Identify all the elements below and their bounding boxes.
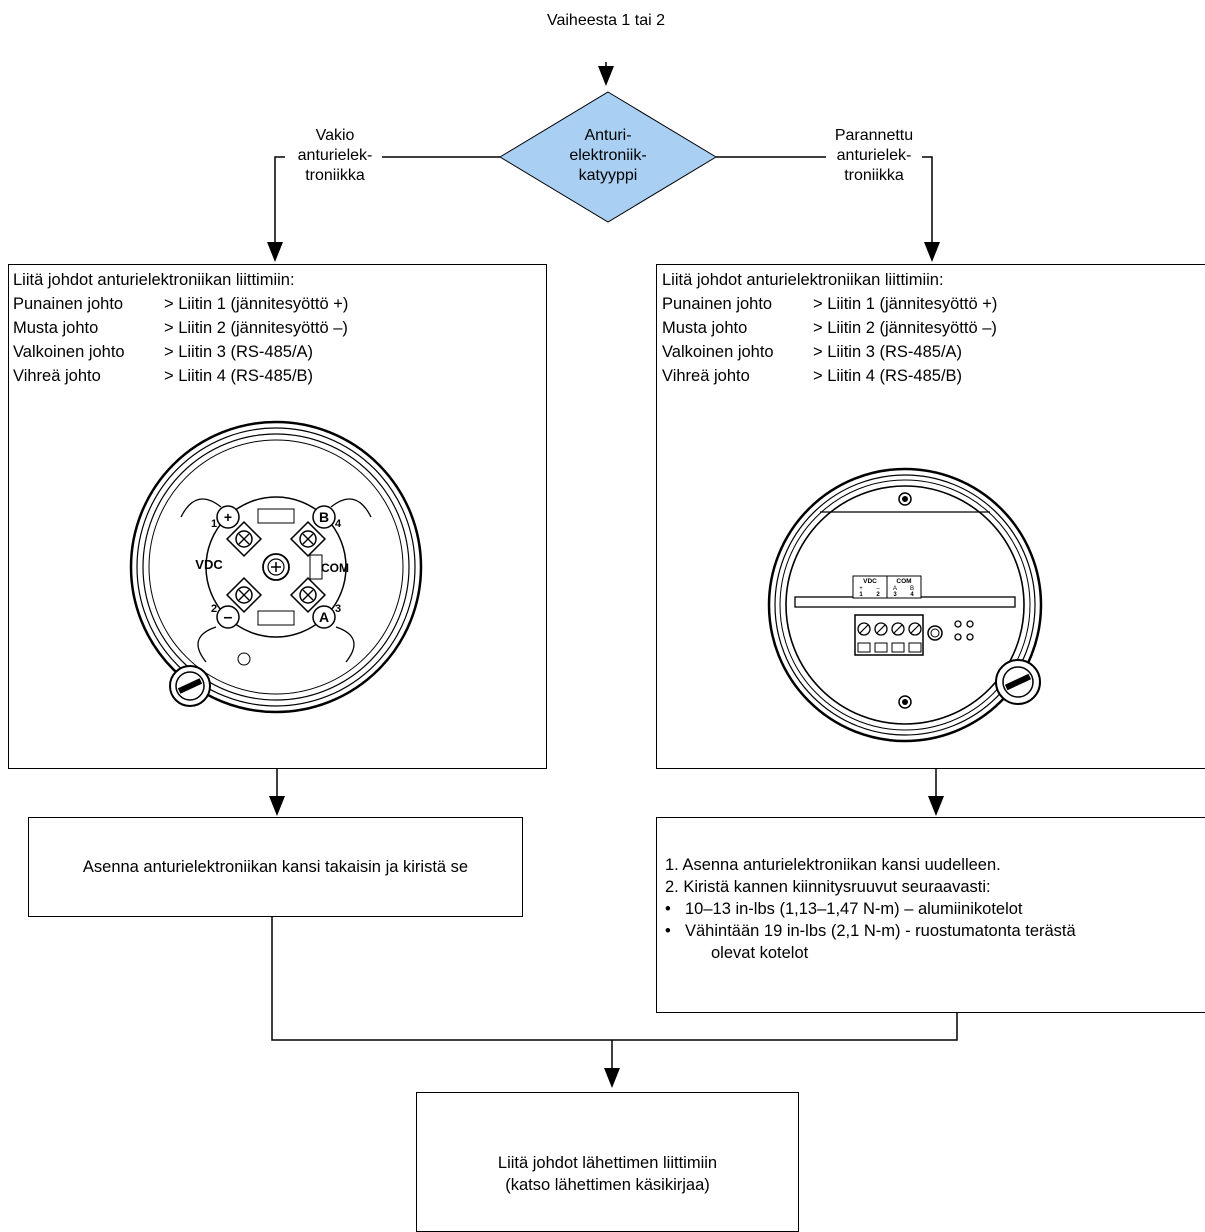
decision-line-3: katyyppi — [578, 167, 638, 184]
right-step-bullet-text: 10–13 in-lbs (1,13–1,47 N-m) – alumiinik… — [685, 900, 1023, 918]
enh-vdc-label: VDC — [863, 578, 877, 585]
right-step-bullet: •Vähintään 19 in-lbs (2,1 N-m) - ruostum… — [665, 922, 1076, 940]
right-wire-name: Punainen johto — [662, 295, 773, 313]
decision-label: Anturi- elektroniik- katyyppi — [548, 126, 668, 186]
enh-t2-label: 2 — [876, 592, 880, 598]
left-wire-name: Punainen johto — [13, 295, 124, 313]
left-wiring-row: Musta johto > Liitin 2 (jännitesyöttö –) — [13, 317, 348, 339]
right-step-arrowhead — [928, 796, 944, 816]
std-com-label: COM — [321, 561, 349, 575]
right-wiring-heading: Liitä johdot anturielektroniikan liittim… — [662, 271, 944, 289]
right-wiring-box: Liitä johdot anturielektroniikan liittim… — [656, 264, 1205, 769]
right-wire-terminal: > Liitin 2 (jännitesyöttö –) — [813, 319, 997, 337]
decision-line-2: elektroniik- — [569, 147, 647, 164]
enh-plus-label: + — [859, 586, 863, 592]
std-term-number-2: 2 — [211, 603, 217, 615]
standard-electronics-drawing: + – B A VDC COM 1 2 3 4 — [129, 420, 423, 714]
right-wire-terminal: > Liitin 3 (RS-485/A) — [813, 343, 963, 361]
decision-line-1: Anturi- — [584, 127, 632, 144]
left-wiring-box: Liitä johdot anturielektroniikan liittim… — [8, 264, 547, 769]
std-minus-term-label: – — [224, 609, 233, 626]
enh-t3-label: 3 — [893, 592, 897, 598]
left-branch-label: Vakio anturielek- troniikka — [280, 126, 390, 186]
left-branch-connector — [274, 156, 500, 248]
left-step-box: Asenna anturielektroniikan kansi takaisi… — [28, 817, 523, 917]
right-wire-name: Vihreä johto — [662, 367, 750, 385]
right-step-content: 1. Asenna anturielektroniikan kansi uude… — [665, 854, 1076, 964]
right-branch-line-3: troniikka — [844, 167, 904, 184]
right-wire-name: Valkoinen johto — [662, 343, 774, 361]
enh-t1-label: 1 — [859, 592, 863, 598]
final-step-line-1: Liitä johdot lähettimen liittimiin — [497, 1154, 718, 1172]
left-step-arrowhead — [269, 796, 285, 816]
std-a-term-label: A — [319, 609, 329, 625]
left-wiring-row: Punainen johto > Liitin 1 (jännitesyöttö … — [13, 293, 348, 315]
right-wiring-row: Punainen johto > Liitin 1 (jännitesyöttö … — [662, 293, 997, 315]
left-branch-line-3: troniikka — [305, 167, 365, 184]
final-step-box: Liitä johdot lähettimen liittimiin (kats… — [416, 1092, 799, 1232]
std-term-number-3: 3 — [335, 603, 341, 615]
right-branch-arrowhead — [924, 242, 940, 262]
std-b-term-label: B — [319, 509, 329, 525]
right-step-line-1: 1. Asenna anturielektroniikan kansi uude… — [665, 856, 1001, 874]
right-branch-label: Parannettu anturielek- troniikka — [818, 126, 930, 186]
right-step-bullet-continuation: olevat kotelot — [711, 944, 809, 962]
left-branch-line-1: Vakio — [315, 127, 355, 144]
left-wire-name: Musta johto — [13, 319, 99, 337]
right-wire-name: Musta johto — [662, 319, 748, 337]
left-branch-arrowhead — [267, 242, 283, 262]
right-wiring-row: Musta johto > Liitin 2 (jännitesyöttö –) — [662, 317, 997, 339]
std-term-number-1: 1 — [211, 518, 217, 530]
std-vdc-label: VDC — [195, 557, 223, 572]
enh-com-label: COM — [896, 578, 911, 585]
final-step-arrowhead — [604, 1068, 620, 1088]
enhanced-electronics-drawing: VDC COM + – A B 1 2 3 4 — [767, 467, 1043, 743]
left-step-text: Asenna anturielektroniikan kansi takaisi… — [82, 857, 469, 876]
left-wire-terminal: > Liitin 3 (RS-485/A) — [164, 343, 314, 361]
final-step-line-2: (katso lähettimen käsikirjaa) — [505, 1176, 710, 1194]
enh-t4-label: 4 — [910, 592, 914, 598]
left-wire-name: Valkoinen johto — [13, 343, 125, 361]
final-step-text: Liitä johdot lähettimen liittimiin (kats… — [417, 1152, 798, 1196]
right-wiring-row: Valkoinen johto > Liitin 3 (RS-485/A) — [662, 341, 962, 363]
right-step-box: 1. Asenna anturielektroniikan kansi uude… — [656, 817, 1205, 1013]
right-step-bullet: •10–13 in-lbs (1,13–1,47 N-m) – alumiini… — [665, 900, 1023, 918]
left-wire-terminal: > Liitin 4 (RS-485/B) — [164, 367, 314, 385]
left-wire-terminal: > Liitin 1 (jännitesyöttö +) — [164, 295, 349, 313]
decision-diamond — [499, 91, 717, 223]
enh-a-label: A — [893, 586, 897, 592]
right-branch-connector — [716, 156, 933, 248]
left-branch-line-2: anturielek- — [297, 147, 373, 164]
left-wire-name: Vihreä johto — [13, 367, 101, 385]
left-wiring-heading: Liitä johdot anturielektroniikan liittim… — [13, 271, 295, 289]
right-wire-terminal: > Liitin 4 (RS-485/B) — [813, 367, 963, 385]
right-step-line-2: 2. Kiristä kannen kiinnitysruuvut seuraa… — [665, 878, 991, 896]
enh-minus-label: – — [876, 586, 880, 592]
enh-b-label: B — [910, 586, 914, 592]
left-wiring-row: Vihreä johto > Liitin 4 (RS-485/B) — [13, 365, 313, 387]
left-wire-terminal: > Liitin 2 (jännitesyöttö –) — [164, 319, 348, 337]
right-wire-terminal: > Liitin 1 (jännitesyöttö +) — [813, 295, 998, 313]
start-label: Vaiheesta 1 tai 2 — [546, 12, 665, 29]
right-branch-line-2: anturielek- — [836, 147, 912, 164]
right-branch-line-1: Parannettu — [834, 127, 914, 144]
right-wiring-row: Vihreä johto > Liitin 4 (RS-485/B) — [662, 365, 962, 387]
std-term-number-4: 4 — [335, 518, 342, 530]
std-plus-term-label: + — [224, 509, 232, 525]
left-wiring-row: Valkoinen johto > Liitin 3 (RS-485/A) — [13, 341, 313, 363]
right-step-bullet-text: Vähintään 19 in-lbs (2,1 N-m) - ruostuma… — [685, 922, 1076, 940]
merge-connector — [271, 916, 958, 1072]
arrow-start-to-decision — [598, 62, 614, 86]
